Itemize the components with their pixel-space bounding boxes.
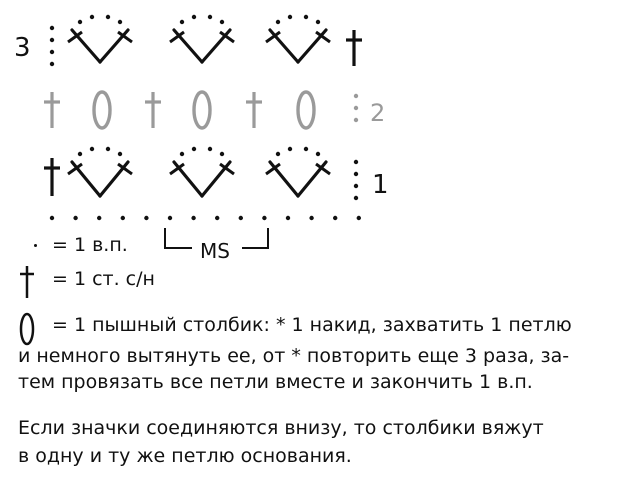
row3-turning-chain-dot: [49, 25, 55, 31]
foundation-chain-dot: [144, 215, 149, 221]
legend-chain-text: = 1 в.п.: [52, 234, 128, 256]
row3-turning-chain-dot: [49, 61, 55, 67]
chain-dot: [105, 14, 111, 20]
row1-turning-chain-dot: [353, 195, 359, 201]
chain-dot: [219, 19, 225, 25]
description-line-1: и немного вытянуть ее, от * повторить ещ…: [18, 345, 570, 367]
row3-turning-chain-dot: [49, 49, 55, 55]
foundation-chain-dot: [167, 215, 173, 221]
row2-turning-chain-dot: [353, 117, 359, 123]
chain-dot: [287, 14, 293, 20]
chain-dot: [275, 151, 281, 157]
row-label-1: 1: [372, 170, 389, 200]
row2-turning-chain-dot: [353, 93, 359, 99]
foundation-chain-dot: [262, 215, 267, 221]
chain-dot: [207, 146, 213, 152]
dc-cross-bar: [315, 30, 331, 44]
foundation-chain-dot: [49, 215, 55, 221]
chain-dot: [219, 151, 225, 157]
description-line-3: Если значки соединяются внизу, то столби…: [18, 417, 544, 439]
chain-dot: [287, 146, 293, 152]
row3-turning-chain-dot: [49, 37, 55, 43]
puff-stitch: [296, 90, 316, 130]
chain-dot: [207, 14, 213, 20]
puff-stitch: [92, 90, 112, 130]
dc-cross-bar: [315, 162, 331, 176]
dc-cross-bar: [265, 30, 281, 44]
chain-dot: [117, 19, 123, 25]
double-crochet-icon: [20, 266, 34, 298]
chain-dot: [191, 14, 197, 20]
dc-cross-bar: [67, 162, 83, 176]
chart-marks: [44, 14, 362, 221]
dc-cross-bar: [117, 162, 133, 176]
row1-turning-chain-dot: [353, 171, 359, 177]
foundation-chain-dot: [309, 215, 314, 221]
chain-dot: [191, 146, 197, 152]
chain-dot: [77, 19, 83, 25]
legend-dc-text: = 1 ст. с/н: [52, 268, 155, 290]
chain-dot: [77, 151, 83, 157]
chain-dot-icon: [34, 244, 37, 247]
chain-dot: [275, 19, 281, 25]
foundation-chain-dot: [238, 215, 243, 221]
chain-dot: [89, 14, 95, 20]
chain-dot: [315, 151, 321, 157]
ms-label: MS: [200, 239, 230, 263]
dc-cross-bar: [169, 162, 185, 176]
chain-dot: [315, 19, 321, 25]
foundation-chain-dot: [356, 215, 361, 221]
dc-cross-bar: [265, 162, 281, 176]
chain-dot: [179, 19, 185, 25]
crochet-chart: 3 2 1 MS: [14, 14, 389, 263]
row1-turning-chain-dot: [353, 159, 359, 165]
foundation-chain-dot: [215, 215, 220, 221]
chain-dot: [89, 146, 95, 152]
puff-stitch-icon: [19, 312, 35, 346]
foundation-chain-dot: [120, 215, 126, 221]
legend-puff-text: = 1 пышный столбик: * 1 накид, захватить…: [52, 314, 572, 336]
row-label-3: 3: [14, 33, 31, 63]
foundation-chain-dot: [333, 215, 338, 221]
foundation-chain-dot: [97, 215, 102, 221]
dc-cross-bar: [169, 30, 185, 44]
row-label-2: 2: [370, 99, 385, 127]
description-line-2: тем провязать все петли вместе и закончи…: [18, 371, 533, 393]
puff-stitch: [192, 90, 212, 130]
chain-dot: [117, 151, 123, 157]
chain-dot: [303, 14, 309, 20]
dc-cross-bar: [67, 30, 83, 44]
description-line-4: в одну и ту же петлю основания.: [18, 445, 352, 467]
chain-dot: [105, 146, 111, 152]
dc-cross-bar: [117, 30, 133, 44]
foundation-chain-dot: [191, 215, 196, 221]
chain-dot: [303, 146, 309, 152]
foundation-chain-dot: [73, 215, 78, 221]
row2-turning-chain-dot: [353, 105, 359, 111]
ms-bracket: [164, 228, 269, 249]
dc-cross-bar: [219, 30, 235, 44]
chain-dot: [179, 151, 185, 157]
dc-cross-bar: [219, 162, 235, 176]
row1-turning-chain-dot: [353, 183, 359, 189]
foundation-chain-dot: [285, 215, 291, 221]
